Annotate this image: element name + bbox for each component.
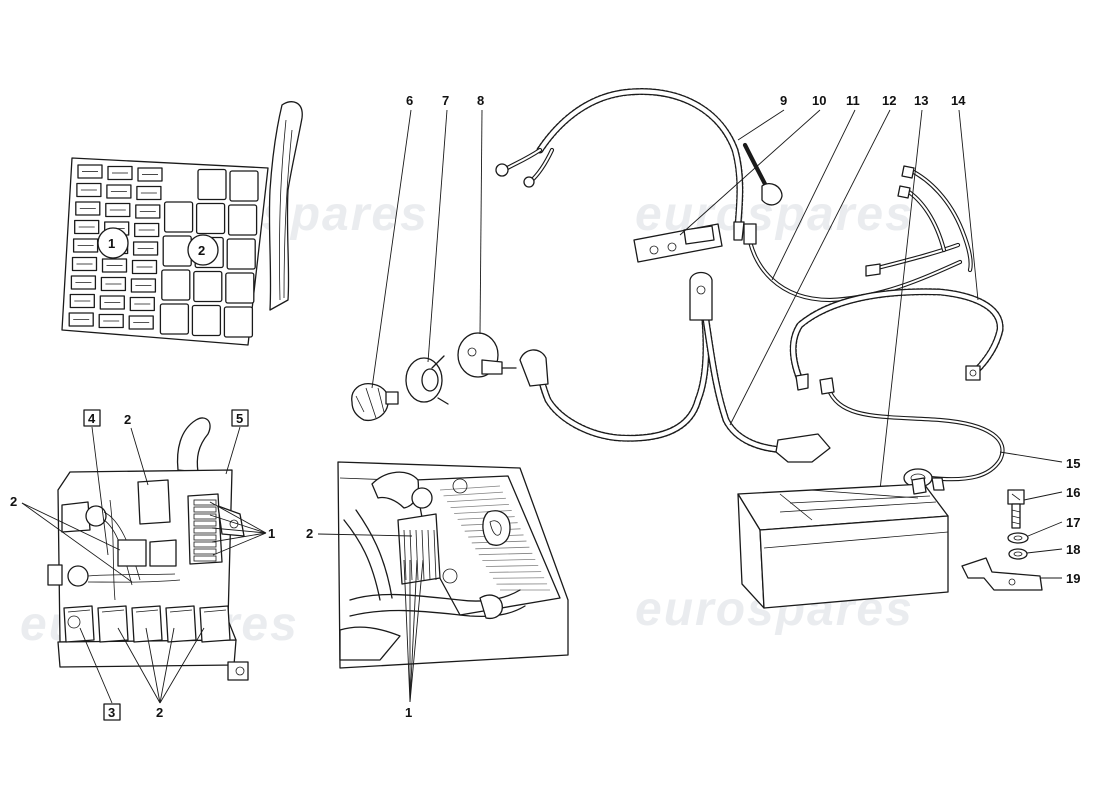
cable-12 [531,306,710,442]
relay-slot [163,201,194,233]
relay-slot [162,235,192,267]
callout-18: 18 [1066,542,1080,557]
callout-1: 1 [405,705,412,720]
relay-slot [225,272,255,304]
battery [737,477,949,609]
relay-slot [226,238,256,270]
callout-10: 10 [812,93,826,108]
relay [63,605,95,643]
callout-7: 7 [442,93,449,108]
relay [137,479,171,525]
fuse-box [47,417,249,681]
callout-2: 2 [124,412,131,427]
callout-box-5 [231,409,249,427]
isolator-knob [351,383,390,422]
relay [149,539,177,567]
callout-2: 2 [306,526,313,541]
callout-1: 1 [268,526,275,541]
callout-2: 2 [156,705,163,720]
callout-6: 6 [406,93,413,108]
callout-9: 9 [780,93,787,108]
relay-cells [159,168,259,338]
hardware [961,489,1043,591]
callout-box-3 [103,703,121,721]
washer [1007,532,1029,544]
battery-isolator-parts [351,332,517,422]
callout-19: 19 [1066,571,1080,586]
relay-slot [197,168,227,201]
callout-11: 11 [846,93,860,108]
cables [495,88,1005,488]
engine-detail [337,461,569,669]
callout-1: 1 [108,236,115,251]
callout-14: 14 [951,93,966,108]
relay-slot [159,303,190,335]
relay-slot [227,204,258,236]
callout-16: 16 [1066,485,1080,500]
front-relays [63,605,231,643]
cable-15 [825,385,1005,482]
relay [199,605,231,643]
relay-slot [193,270,223,303]
relay-slot [229,170,259,202]
callout-15: 15 [1066,456,1080,471]
callout-5: 5 [236,411,243,426]
callout-13: 13 [914,93,928,108]
fuse-strip [187,493,223,565]
callout-3: 3 [108,705,115,720]
relay-slot [195,202,226,235]
callout-8: 8 [477,93,484,108]
battery-bracket [961,557,1043,591]
relay-slot [191,304,222,337]
callout-2: 2 [198,243,205,258]
callout-box-4 [83,409,101,427]
fuse-marker-1 [97,227,129,259]
spring-washer [1008,548,1028,560]
relay [131,605,163,643]
relay-slot [161,269,191,301]
lamborghini-logo [482,510,511,546]
callout-12: 12 [882,93,896,108]
callout-4: 4 [88,411,96,426]
relay [117,539,147,567]
callout-17: 17 [1066,515,1080,530]
relay-slot [223,306,254,338]
relay-marker-2 [187,234,219,266]
fuse-board: 1 2 [61,101,303,346]
callout-2: 2 [10,494,17,509]
